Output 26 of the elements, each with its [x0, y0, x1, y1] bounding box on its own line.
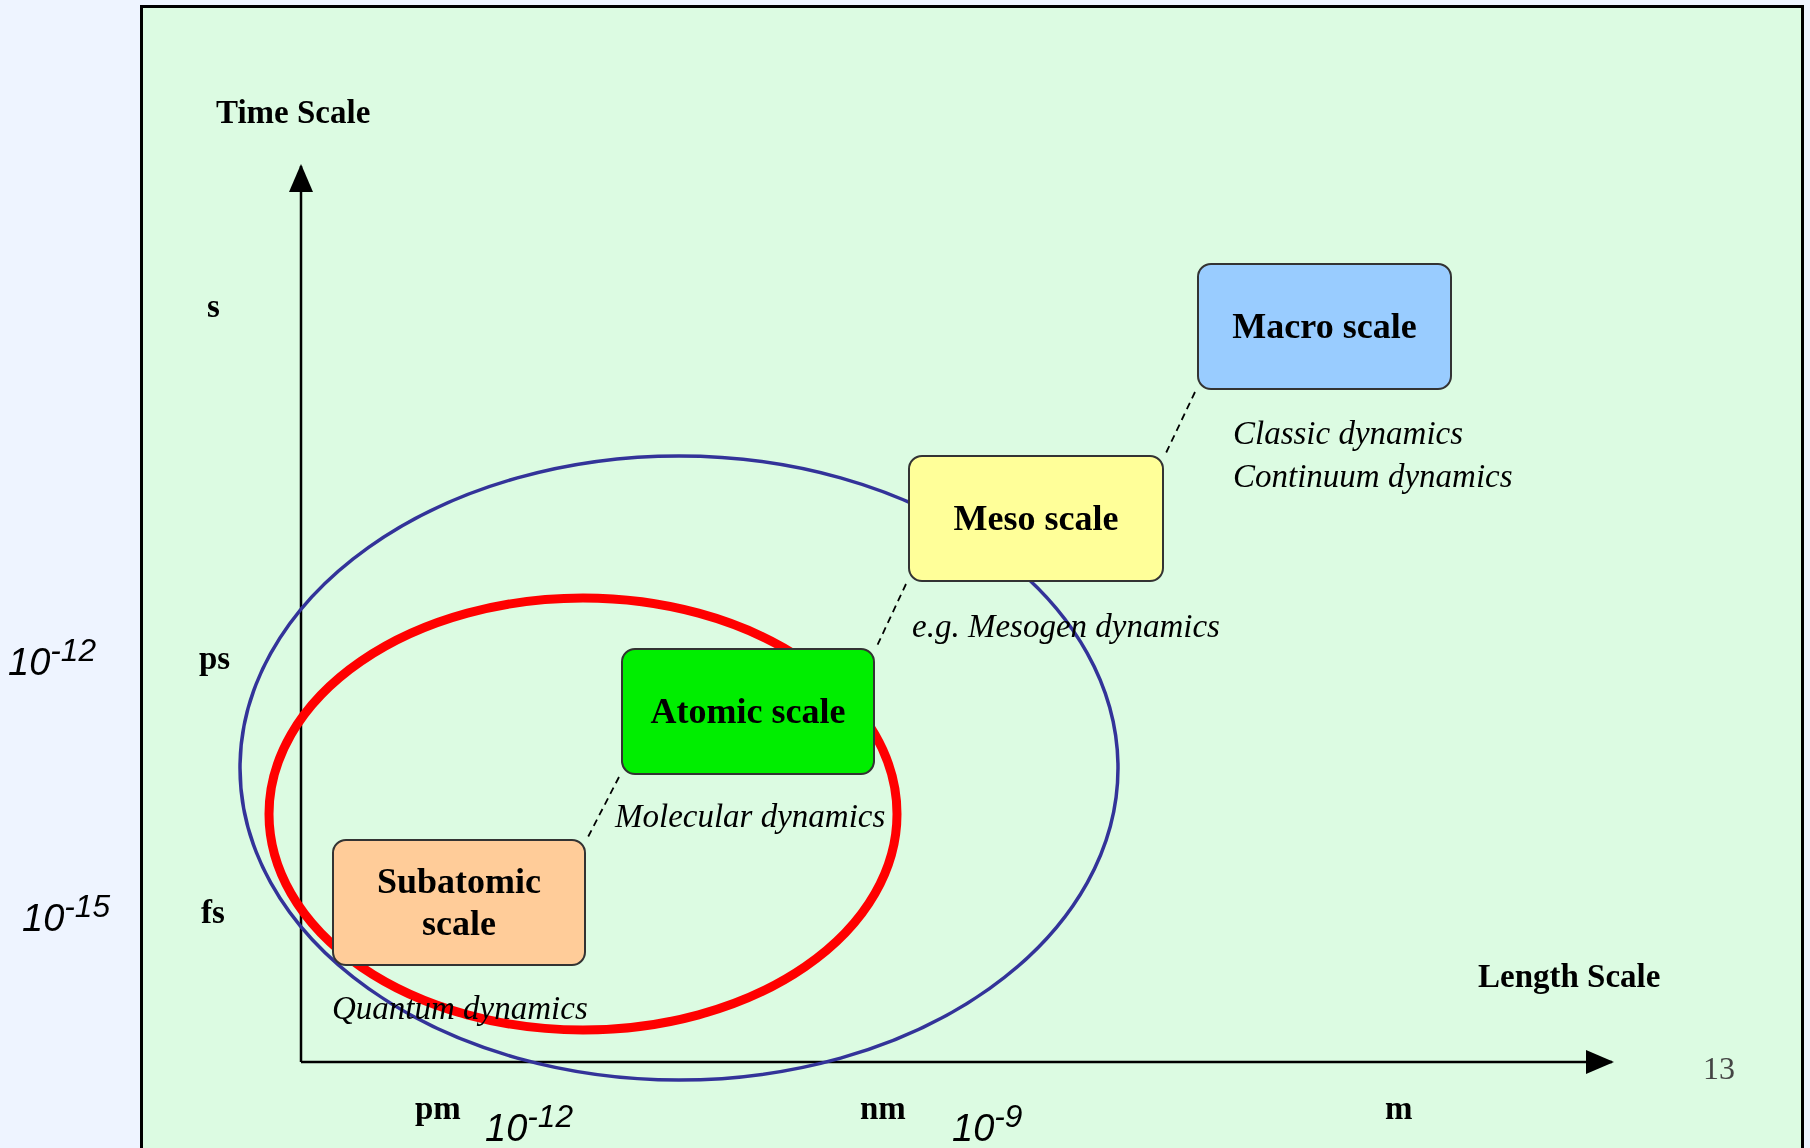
box-label: Atomic scale: [650, 690, 846, 733]
box-label: Meso scale: [953, 497, 1119, 540]
method-note: Classic dynamics Continuum dynamics: [1233, 414, 1514, 496]
method-note: Molecular dynamics: [615, 798, 886, 835]
box-label: Macro scale: [1232, 305, 1417, 348]
tick-label: ps: [199, 640, 231, 677]
box-label: Subatomic scale: [376, 861, 542, 944]
tick-label: s: [207, 288, 220, 325]
dashed-connector: [876, 583, 907, 647]
page-number: 13: [1703, 1050, 1735, 1087]
axis-title: Length Scale: [1478, 958, 1661, 995]
exponent-label: 10$^{-12}$: [8, 632, 97, 684]
tick-label: m: [1385, 1090, 1413, 1127]
exponent-label: 10$^{-9}$: [952, 1098, 1023, 1148]
axis-title: Time Scale: [216, 94, 371, 131]
exponent-label: 10$^{-15}$: [22, 888, 111, 940]
scale-box: [621, 648, 875, 775]
dashed-connector: [587, 776, 620, 838]
tick-label: pm: [415, 1090, 461, 1127]
scale-box: [332, 839, 586, 966]
dashed-connector: [1165, 391, 1196, 454]
tick-label: fs: [201, 894, 225, 931]
exponent-label: 10$^{-12}$: [485, 1098, 574, 1148]
scale-box: [908, 455, 1164, 582]
scale-box: [1197, 263, 1452, 390]
tick-label: nm: [860, 1090, 906, 1127]
